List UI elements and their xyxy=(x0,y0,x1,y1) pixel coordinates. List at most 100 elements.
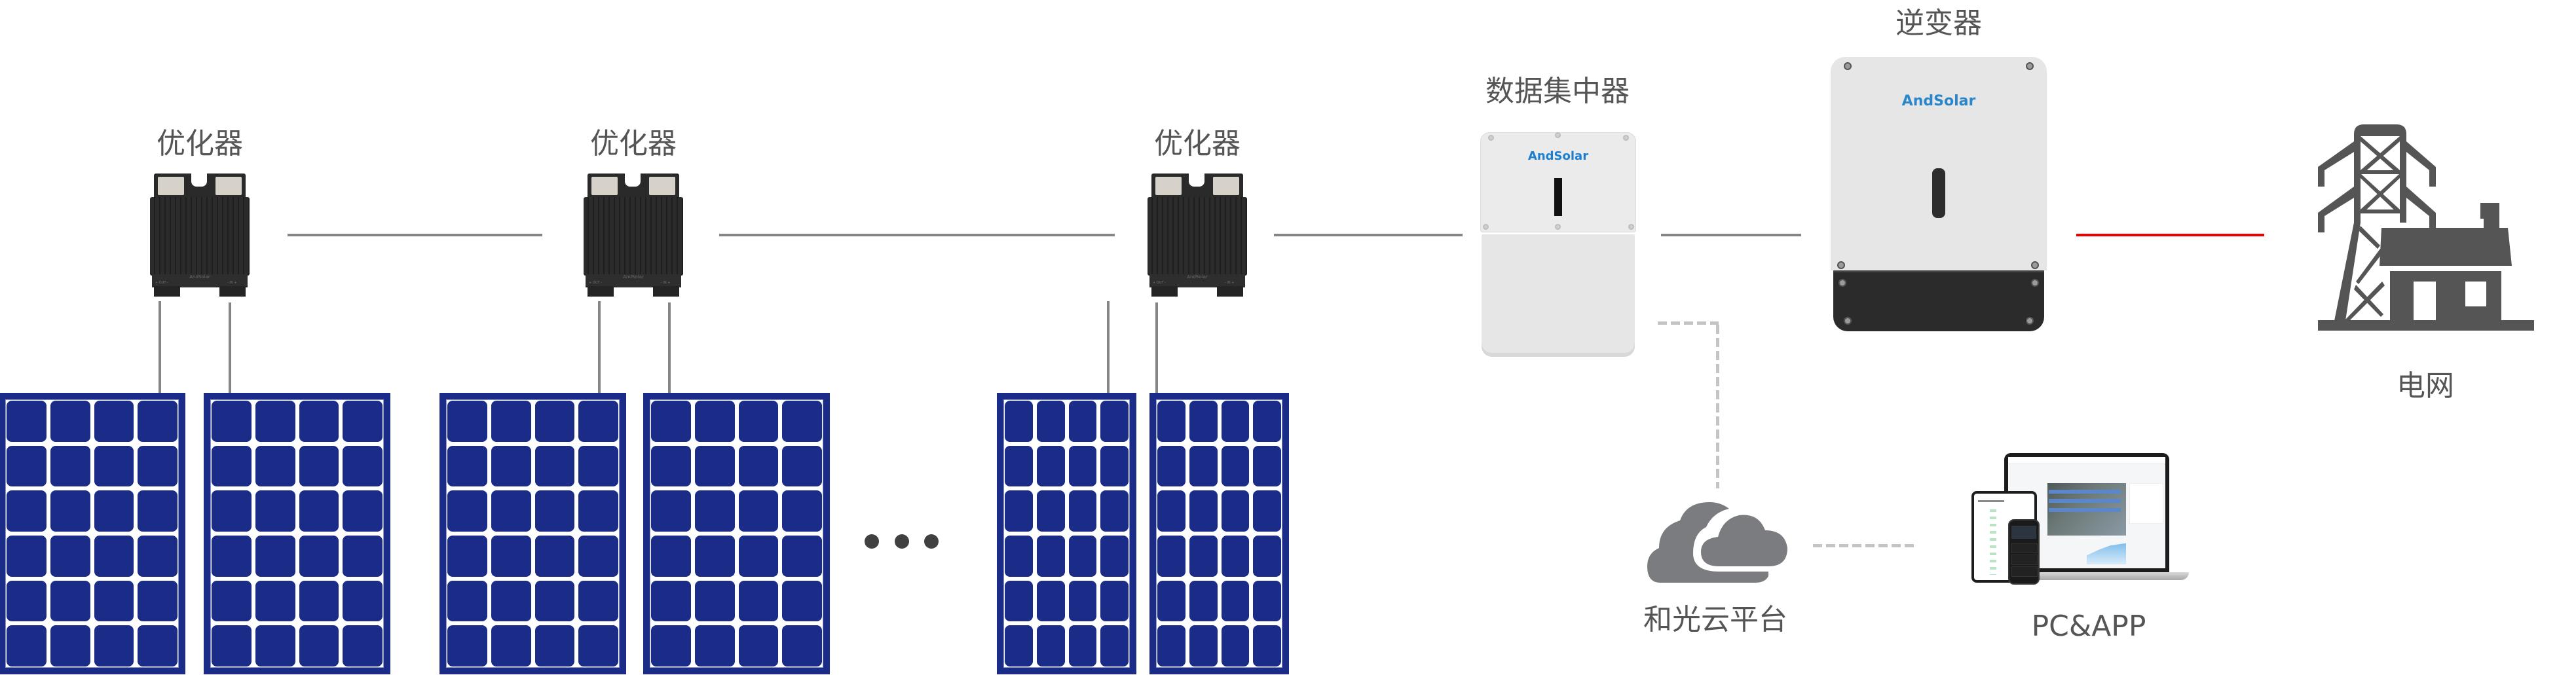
solar-cell xyxy=(491,445,531,487)
solar-cell xyxy=(651,625,691,666)
solar-cell xyxy=(738,625,779,666)
data-concentrator[interactable]: AndSolar xyxy=(1480,132,1636,357)
solar-cell xyxy=(491,490,531,532)
port-in-label: - IN + xyxy=(1225,281,1235,285)
solar-cell xyxy=(1068,536,1097,577)
solar-cell xyxy=(578,625,618,666)
solar-cell xyxy=(1221,580,1250,622)
solar-cell xyxy=(94,490,134,532)
solar-cell xyxy=(651,401,691,442)
solar-cell xyxy=(694,445,735,487)
solar-cell xyxy=(651,490,691,532)
solar-panel-6[interactable] xyxy=(1149,393,1289,674)
wire xyxy=(668,302,671,426)
solar-cell xyxy=(1036,625,1065,666)
solar-cell xyxy=(255,580,295,622)
solar-cell xyxy=(50,580,90,622)
solar-cell xyxy=(491,625,531,666)
solar-cell xyxy=(94,401,134,442)
inverter-knob xyxy=(1932,168,1945,218)
optimizer-brand: AndSolar xyxy=(1187,274,1208,280)
solar-cell xyxy=(1253,580,1281,622)
laptop-icon xyxy=(1986,453,2189,584)
solar-cell xyxy=(651,445,691,487)
solar-cell xyxy=(1005,536,1033,577)
solar-cell xyxy=(447,490,487,532)
data-link-dashed xyxy=(1658,321,1719,325)
solar-cell xyxy=(7,490,47,532)
solar-cell xyxy=(212,625,252,666)
solar-cell xyxy=(694,580,735,622)
cloud-platform-label: 和光云平台 xyxy=(1643,603,1787,636)
solar-cell xyxy=(782,490,822,532)
optimizer-2[interactable]: AndSolar + OUT - - IN + xyxy=(584,173,683,297)
solar-cell xyxy=(694,401,735,442)
solar-cell xyxy=(50,536,90,577)
solar-cell xyxy=(1157,580,1185,622)
solar-cell xyxy=(255,445,295,487)
solar-cell xyxy=(1100,580,1129,622)
inverter[interactable]: AndSolar xyxy=(1831,57,2047,331)
optimizer-2-label: 优化器 xyxy=(590,127,677,160)
solar-cell xyxy=(1253,490,1281,532)
solar-cell xyxy=(94,536,134,577)
solar-cell xyxy=(782,401,822,442)
solar-cell xyxy=(299,401,339,442)
solar-cell xyxy=(1157,536,1185,577)
string-line-2 xyxy=(719,234,1115,236)
optimizer-heatsink xyxy=(150,197,250,276)
solar-cell xyxy=(138,401,177,442)
optimizer-3-label: 优化器 xyxy=(1154,127,1241,160)
solar-panel-2[interactable] xyxy=(204,393,390,674)
solar-cell xyxy=(50,445,90,487)
solar-cell xyxy=(94,445,134,487)
solar-cell xyxy=(1100,625,1129,666)
inverter-label: 逆变器 xyxy=(1895,7,1982,40)
solar-cell xyxy=(738,580,779,622)
solar-cell xyxy=(299,445,339,487)
ac-grid-line xyxy=(2076,234,2264,236)
wire xyxy=(1107,301,1110,426)
port-out-label: + OUT - xyxy=(155,281,168,285)
solar-cell xyxy=(343,580,383,622)
solar-cell xyxy=(694,490,735,532)
solar-cell xyxy=(212,445,252,487)
solar-cell xyxy=(738,401,779,442)
solar-cell xyxy=(1189,445,1218,487)
solar-cell xyxy=(534,625,575,666)
solar-cell xyxy=(534,580,575,622)
solar-cell xyxy=(534,490,575,532)
optimizer-1[interactable]: AndSolar + OUT - - IN + xyxy=(150,173,250,297)
optimizer-3[interactable]: AndSolar + OUT - - IN + xyxy=(1148,173,1247,297)
solar-cell xyxy=(578,536,618,577)
wire xyxy=(1155,302,1158,426)
solar-cell xyxy=(138,536,177,577)
solar-cell xyxy=(1221,445,1250,487)
led-indicator-strip xyxy=(1554,178,1562,216)
solar-panel-5[interactable] xyxy=(997,393,1136,674)
solar-cell xyxy=(138,625,177,666)
solar-cell xyxy=(651,536,691,577)
solar-panel-1[interactable] xyxy=(0,393,185,674)
phone-icon xyxy=(2008,519,2040,585)
solar-cell xyxy=(534,536,575,577)
solar-cell xyxy=(1036,445,1065,487)
solar-cell xyxy=(1221,490,1250,532)
solar-cell xyxy=(738,536,779,577)
solar-cell xyxy=(212,580,252,622)
solar-panel-3[interactable] xyxy=(439,393,626,674)
solar-cell xyxy=(491,536,531,577)
solar-cell xyxy=(1221,536,1250,577)
solar-cell xyxy=(255,625,295,666)
solar-cell xyxy=(1036,536,1065,577)
solar-cell xyxy=(343,625,383,666)
solar-cell xyxy=(447,580,487,622)
solar-cell xyxy=(7,401,47,442)
solar-cell xyxy=(1189,625,1218,666)
solar-cell xyxy=(491,580,531,622)
solar-cell xyxy=(255,490,295,532)
solar-cell xyxy=(212,401,252,442)
solar-cell xyxy=(578,401,618,442)
solar-panel-4[interactable] xyxy=(643,393,830,674)
data-concentrator-label: 数据集中器 xyxy=(1485,75,1630,108)
